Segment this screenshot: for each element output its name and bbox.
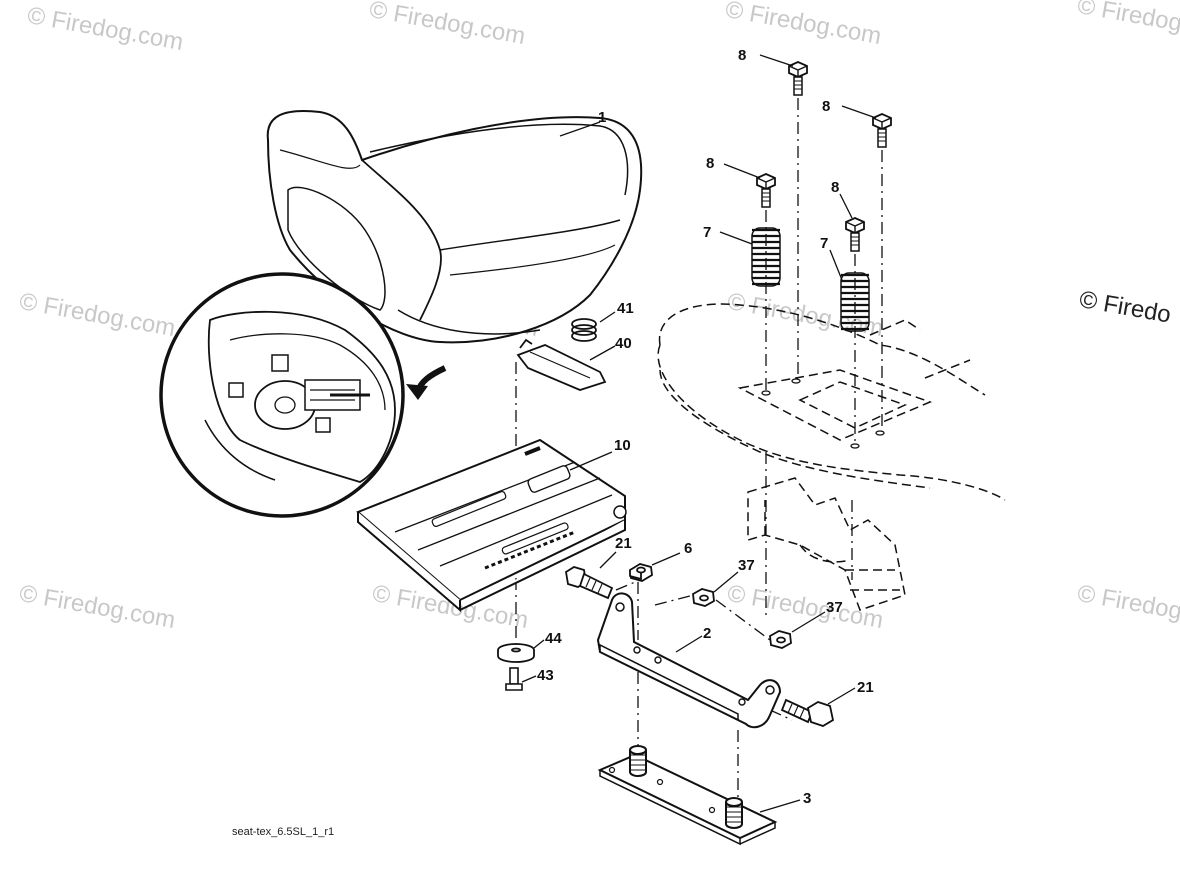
callout-21b: 21 — [857, 679, 874, 696]
nut-part-6 — [629, 563, 653, 582]
bolt-part-21-left — [565, 566, 614, 600]
nut-part-37-lower — [769, 630, 792, 649]
bolt-part-8-d — [845, 217, 865, 252]
callout-8d: 8 — [831, 179, 839, 196]
bolt-part-21-right — [780, 698, 835, 727]
bolt-part-8-c — [756, 173, 776, 208]
callout-44: 44 — [545, 630, 562, 647]
callout-40: 40 — [615, 335, 632, 352]
callout-7a: 7 — [703, 224, 711, 241]
callout-1: 1 — [598, 109, 606, 126]
bracket-part-2 — [596, 592, 782, 729]
spring-part-7-left — [750, 226, 782, 288]
callout-7b: 7 — [820, 235, 828, 252]
leader-line — [559, 121, 601, 137]
bolt-part-8-a — [788, 61, 808, 96]
pointer-arrow — [406, 365, 447, 400]
latch-part-40 — [516, 338, 607, 391]
callout-8c: 8 — [706, 155, 714, 172]
washer-part-44 — [497, 643, 535, 663]
seat-part-1 — [266, 109, 643, 344]
seat-pan-part-10 — [356, 438, 627, 613]
bolt-part-43 — [505, 667, 523, 691]
callout-21a: 21 — [615, 535, 632, 552]
bolt-part-8-b — [872, 113, 892, 148]
diagram-code: seat-tex_6.5SL_1_r1 — [232, 826, 335, 838]
detail-inset — [159, 272, 405, 518]
chassis-holes — [761, 378, 885, 449]
callout-37b: 37 — [826, 599, 843, 616]
spring-part-41 — [571, 318, 597, 342]
chassis-outline — [657, 303, 1006, 611]
callout-43: 43 — [537, 667, 554, 684]
callout-10: 10 — [614, 437, 631, 454]
callout-2: 2 — [703, 625, 711, 642]
callout-8b: 8 — [822, 98, 830, 115]
callout-3: 3 — [803, 790, 811, 807]
callout-37a: 37 — [738, 557, 755, 574]
nut-part-37-upper — [692, 588, 715, 607]
callout-41: 41 — [617, 300, 634, 317]
callout-6: 6 — [684, 540, 692, 557]
rail-part-3 — [597, 745, 778, 846]
callout-8a: 8 — [738, 47, 746, 64]
